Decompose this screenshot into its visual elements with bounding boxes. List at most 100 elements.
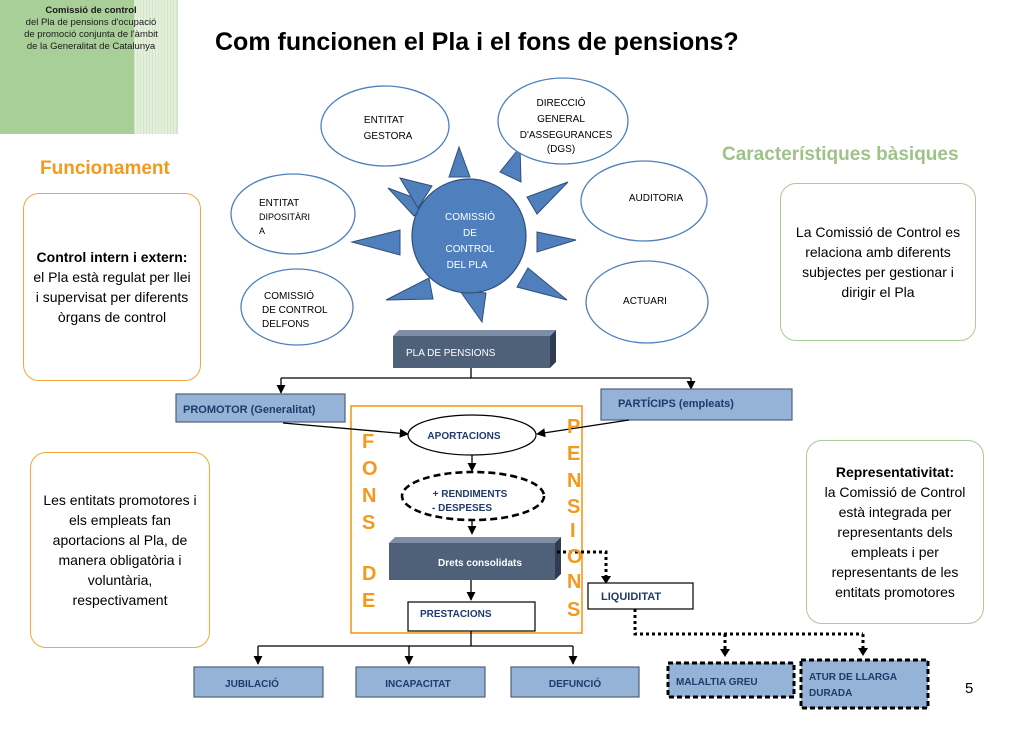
center-line-3: CONTROL — [446, 244, 495, 255]
dotted-arrowhead-malaltia — [720, 649, 730, 657]
callout-representativitat-text: la Comissió de Control està integrada pe… — [824, 484, 966, 600]
spike-left-lower — [385, 277, 434, 301]
organization-caption: Comissió de control del Pla de pensions … — [6, 5, 176, 53]
contribution-arrows — [282, 419, 630, 438]
defuncio-label: DEFUNCIÓ — [549, 677, 601, 690]
org-line-2: del Pla de pensions d'ocupació — [25, 17, 157, 28]
pensions-letter-1: P — [567, 416, 580, 438]
pensions-letter-6: O — [567, 546, 583, 568]
node-particips: PARTÍCIPS (empleats) — [600, 388, 793, 421]
fons-letter-3: N — [362, 485, 376, 507]
center-line-2: DE — [463, 228, 477, 239]
star-spikes — [350, 145, 577, 324]
dotted-liquiditat-branches — [633, 609, 865, 650]
fork-connectors — [276, 368, 696, 394]
pensions-vertical-label: P E N S I O N S — [567, 416, 583, 621]
callout-relacio: La Comissió de Control es relaciona amb … — [780, 183, 976, 341]
node-incapacitat: INCAPACITAT — [355, 666, 486, 698]
node-drets-consolidats: Drets consolidats — [389, 537, 561, 580]
org-line-1: Comissió de control — [45, 5, 137, 16]
node-prestacions: PRESTACIONS — [407, 601, 536, 632]
fons-letter-1: F — [362, 431, 374, 453]
pensions-letter-4: S — [567, 496, 580, 518]
fons-frame — [350, 405, 583, 634]
spike-left — [350, 229, 401, 256]
spike-right-upper — [526, 181, 569, 215]
gestora-line-1: ENTITAT — [364, 115, 404, 126]
callout-control-strong: Control intern i extern: — [36, 249, 188, 265]
jubilacio-label: JUBILACIÓ — [225, 677, 279, 690]
actuari-label: ACTUARI — [623, 296, 667, 307]
node-aportacions: APORTACIONS — [407, 414, 537, 456]
heading-caracteristiques: Característiques bàsiques — [722, 144, 959, 165]
dipositaria-line-1: ENTITAT — [259, 198, 299, 209]
spike-right — [536, 231, 577, 253]
fons-letter-2: O — [362, 458, 378, 480]
comissio-fons-line-1: COMISSIÓ — [264, 289, 314, 302]
spike-top — [448, 145, 471, 178]
callout-aportacions-text: Les entitats promotores i els empleats f… — [43, 492, 197, 608]
callout-control-text: el Pla està regulat per llei i supervisa… — [33, 269, 191, 325]
spike-top-right — [499, 145, 522, 183]
prestacions-label: PRESTACIONS — [420, 609, 492, 620]
callout-representativitat-strong: Representativitat: — [835, 464, 955, 480]
org-line-4: de la Generalitat de Catalunya — [26, 41, 156, 52]
callout-control: Control intern i extern: el Pla està reg… — [23, 193, 201, 381]
corner-stripes — [0, 0, 178, 134]
page-title: Com funcionen el Pla i el fons de pensio… — [215, 28, 739, 56]
node-dgs: DIRECCIÓ GENERAL D'ASSEGURANCES (DGS) — [497, 77, 629, 165]
node-rendiments: + RENDIMENTS - DESPESES — [400, 470, 546, 522]
promotor-label: PROMOTOR (Generalitat) — [183, 404, 316, 416]
node-promotor: PROMOTOR (Generalitat) — [175, 393, 346, 423]
pensions-letter-7: N — [567, 571, 581, 593]
gestora-line-2: GESTORA — [364, 131, 413, 142]
callout-representativitat: Representativitat: la Comissió de Contro… — [806, 440, 984, 624]
node-pla-de-pensions: PLA DE PENSIONS — [393, 330, 556, 368]
pla-label: PLA DE PENSIONS — [406, 348, 496, 359]
dgs-line-3: D'ASSEGURANCES — [520, 130, 613, 141]
spike-right-lower — [516, 267, 568, 301]
spike-bottom — [458, 290, 487, 324]
liquiditat-label: LIQUIDITAT — [601, 591, 661, 603]
center-line-1: COMISSIÓ — [445, 210, 495, 223]
rendiments-line-2: - DESPESES — [432, 503, 492, 514]
node-auditoria: AUDITORIA — [580, 160, 708, 242]
node-jubilacio: JUBILACIÓ — [193, 666, 324, 698]
malaltia-label: MALALTIA GREU — [676, 677, 758, 688]
aportacions-label: APORTACIONS — [427, 431, 500, 442]
dgs-line-2: GENERAL — [537, 114, 585, 125]
node-liquiditat: LIQUIDITAT — [587, 582, 694, 610]
benefit-fork — [253, 631, 578, 665]
atur-line-2: DURADA — [809, 688, 852, 699]
node-atur-llarga-durada: ATUR DE LLARGA DURADA — [799, 658, 930, 710]
pensions-letter-3: N — [567, 470, 581, 492]
comissio-fons-line-2: DE CONTROL — [262, 305, 328, 316]
pensions-letter-8: S — [567, 599, 580, 621]
dgs-line-1: DIRECCIÓ — [537, 96, 586, 109]
pensions-letter-5: I — [570, 520, 576, 542]
dotted-arrowhead-atur — [858, 648, 868, 656]
dgs-line-4: (DGS) — [547, 144, 575, 155]
callout-relacio-text: La Comissió de Control es relaciona amb … — [795, 224, 961, 300]
particips-label: PARTÍCIPS (empleats) — [618, 397, 734, 410]
node-actuari: ACTUARI — [585, 260, 709, 344]
center-comissio-pla: COMISSIÓ DE CONTROL DEL PLA — [411, 178, 527, 294]
dipositaria-line-3: A — [259, 226, 265, 236]
page-number: 5 — [965, 680, 974, 697]
atur-line-1: ATUR DE LLARGA — [809, 672, 897, 683]
center-line-4: DEL PLA — [447, 260, 488, 271]
node-entitat-gestora: ENTITAT GESTORA — [320, 85, 450, 167]
fons-de-vertical-label: F O N S D E — [362, 431, 378, 612]
fons-letter-6: D — [362, 563, 376, 585]
fons-letter-7: E — [362, 590, 375, 612]
node-comissio-fons: COMISSIÓ DE CONTROL DELFONS — [240, 268, 354, 346]
org-line-3: de promoció conjunta de l'àmbit — [24, 29, 158, 40]
node-malaltia-greu: MALALTIA GREU — [666, 661, 796, 699]
heading-funcionament: Funcionament — [40, 158, 170, 179]
incapacitat-label: INCAPACITAT — [385, 679, 451, 690]
rendiments-line-1: + RENDIMENTS — [433, 489, 508, 500]
drets-label: Drets consolidats — [438, 558, 522, 569]
node-defuncio: DEFUNCIÓ — [510, 666, 640, 698]
fons-letter-4: S — [362, 512, 375, 534]
